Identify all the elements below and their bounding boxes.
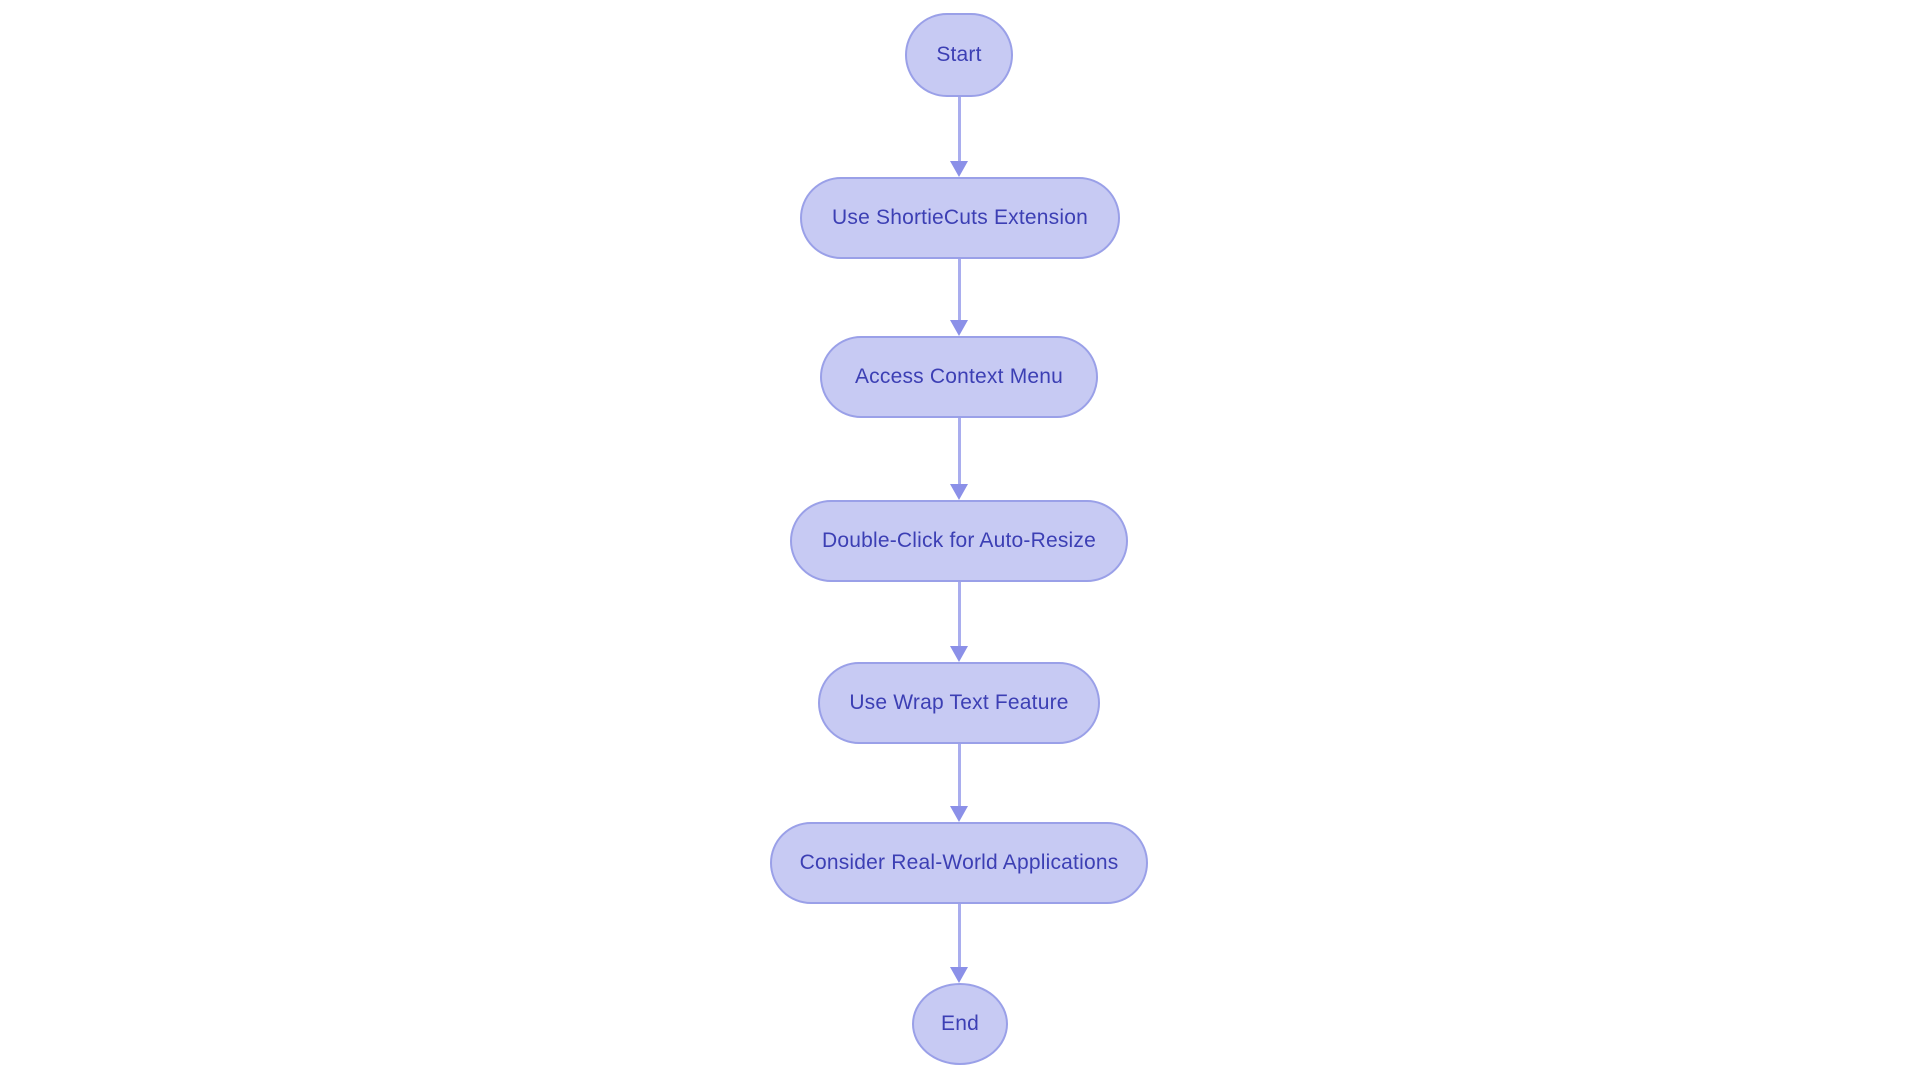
- flow-node-end: End: [912, 983, 1008, 1065]
- flow-node-label: Consider Real-World Applications: [799, 851, 1119, 874]
- flow-arrow-wrap-to-apps: [950, 744, 968, 822]
- flow-arrow-menu-to-click: [950, 418, 968, 500]
- arrowhead-down-icon: [950, 161, 968, 177]
- flow-node-label: End: [941, 1012, 979, 1035]
- flow-node-access-context-menu: Access Context Menu: [820, 336, 1098, 418]
- arrowhead-down-icon: [950, 320, 968, 336]
- arrowhead-down-icon: [950, 484, 968, 500]
- arrow-line: [957, 418, 961, 484]
- arrow-line: [957, 259, 961, 320]
- flow-node-label: Double-Click for Auto-Resize: [821, 529, 1097, 552]
- flow-node-label: Access Context Menu: [854, 365, 1064, 388]
- flow-node-double-click-auto-resize: Double-Click for Auto-Resize: [790, 500, 1128, 582]
- flow-node-label: Start: [936, 43, 982, 66]
- arrow-line: [957, 744, 961, 806]
- arrowhead-down-icon: [950, 806, 968, 822]
- flow-arrow-ext-to-menu: [950, 259, 968, 336]
- flow-node-start: Start: [905, 13, 1013, 97]
- flow-arrow-apps-to-end: [950, 904, 968, 983]
- arrowhead-down-icon: [950, 967, 968, 983]
- flow-arrow-start-to-ext: [950, 97, 968, 177]
- flow-node-label: Use Wrap Text Feature: [849, 691, 1069, 714]
- flow-node-label: Use ShortieCuts Extension: [832, 206, 1088, 229]
- flow-arrow-click-to-wrap: [950, 582, 968, 662]
- arrowhead-down-icon: [950, 646, 968, 662]
- flow-node-use-wrap-text-feature: Use Wrap Text Feature: [818, 662, 1100, 744]
- arrow-line: [957, 97, 961, 161]
- flow-node-use-shortiecuts-extension: Use ShortieCuts Extension: [800, 177, 1120, 259]
- arrow-line: [957, 582, 961, 646]
- arrow-line: [957, 904, 961, 967]
- flow-node-consider-real-world-applications: Consider Real-World Applications: [770, 822, 1148, 904]
